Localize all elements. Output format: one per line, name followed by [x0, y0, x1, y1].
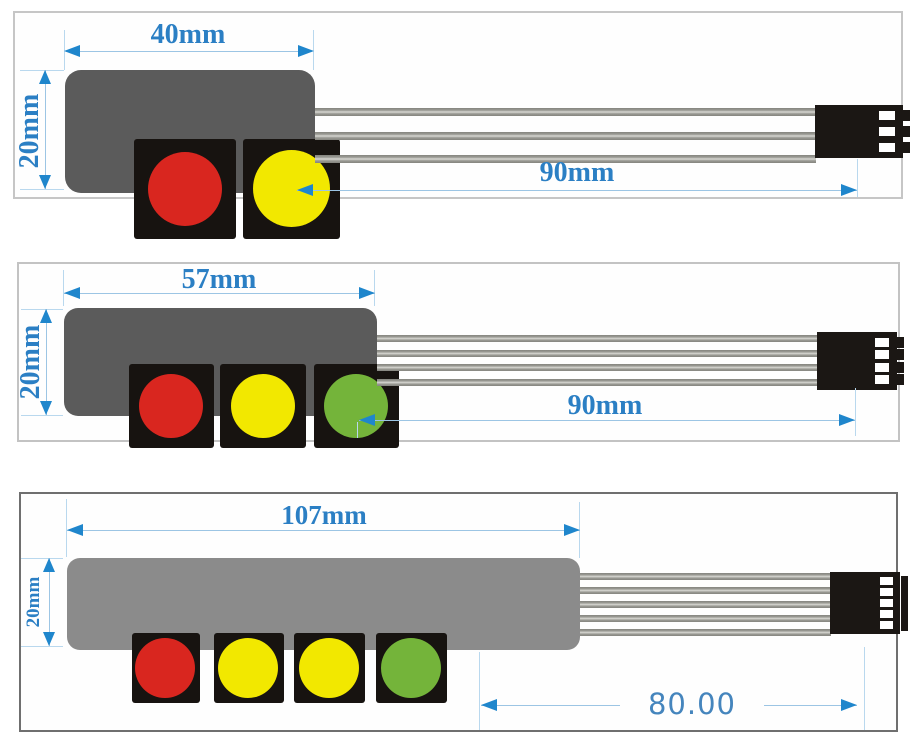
cable-wire — [377, 378, 818, 386]
keypad-body — [64, 308, 399, 448]
dimension-line — [359, 420, 855, 421]
arrow-right-icon — [841, 184, 857, 196]
cable-wire — [580, 601, 831, 608]
connector-3pin — [815, 105, 910, 158]
ribbon-cable — [315, 108, 816, 163]
arrow-right-icon — [564, 524, 580, 536]
connector-pin — [880, 609, 908, 620]
button-red — [148, 152, 222, 226]
extension-line — [63, 270, 64, 306]
height-dimension-label: 20mm — [14, 93, 45, 169]
panel-4-key: 107mm 20mm 80.00 — [19, 492, 908, 732]
cable-wire — [580, 615, 831, 622]
arrow-up-icon — [39, 70, 51, 84]
panel-3-key: 57mm 20mm 90mm — [15, 262, 904, 448]
arrow-up-icon — [43, 558, 55, 572]
button-yellow — [299, 638, 359, 698]
arrow-right-icon — [841, 699, 857, 711]
connector-pin — [875, 373, 904, 385]
arrow-right-icon — [359, 287, 375, 299]
arrow-up-icon — [40, 309, 52, 323]
panel-2-key: 40mm 20mm 90mm — [13, 11, 910, 239]
arrow-left-icon — [64, 287, 80, 299]
extension-line — [357, 422, 358, 438]
arrow-left-icon — [297, 184, 313, 196]
arrow-left-icon — [359, 414, 375, 426]
cable-wire — [580, 587, 831, 594]
arrow-down-icon — [39, 175, 51, 189]
connector-pin — [879, 126, 910, 137]
connector-pin — [875, 337, 904, 348]
cable-wire — [580, 629, 831, 636]
button-yellow — [231, 374, 295, 438]
button-red — [139, 374, 203, 438]
connector-pin — [875, 361, 904, 373]
connector-pin — [880, 598, 908, 609]
dimension-line — [45, 70, 46, 189]
keypad-body — [65, 70, 340, 239]
connector-pin — [880, 576, 908, 587]
extension-line — [21, 415, 63, 416]
cable-wire — [580, 573, 831, 580]
extension-line — [66, 499, 67, 557]
arrow-right-icon — [298, 45, 314, 57]
cable-length-label: 90mm — [567, 390, 643, 421]
arrow-left-icon — [481, 699, 497, 711]
button-yellow — [218, 638, 278, 698]
ribbon-cable — [377, 335, 818, 386]
arrow-right-icon — [839, 414, 855, 426]
dimension-line — [49, 558, 50, 646]
dimension-line — [46, 309, 47, 415]
cable-wire — [377, 335, 818, 342]
connector-pin — [875, 349, 904, 361]
arrow-down-icon — [40, 401, 52, 415]
extension-line — [857, 159, 858, 197]
connector-4pin — [817, 332, 904, 390]
cable-wire — [377, 349, 818, 357]
arrow-down-icon — [43, 632, 55, 646]
dimension-line — [67, 530, 580, 531]
extension-line — [21, 646, 63, 647]
button-green — [381, 638, 441, 698]
dimension-line — [297, 190, 857, 191]
arrow-left-icon — [64, 45, 80, 57]
width-dimension-label: 107mm — [281, 500, 367, 530]
height-dimension-label: 20mm — [23, 576, 44, 628]
cable-wire — [315, 131, 816, 140]
button-red — [135, 638, 195, 698]
extension-line — [855, 388, 856, 436]
cable-wire — [315, 155, 816, 163]
keypad-body — [67, 558, 580, 703]
connector-pin — [879, 142, 910, 153]
connector-pin — [879, 110, 910, 121]
cable-wire — [377, 364, 818, 372]
ribbon-cable — [580, 573, 831, 636]
width-dimension-label: 57mm — [181, 264, 257, 295]
extension-line — [21, 558, 63, 559]
extension-line — [479, 652, 480, 730]
extension-line — [864, 647, 865, 730]
height-dimension-label: 20mm — [15, 324, 46, 400]
cable-wire — [315, 108, 816, 116]
dimension-line — [64, 293, 375, 294]
connector-pin — [880, 587, 908, 598]
connector-5pin — [830, 572, 908, 634]
cable-length-label: 80.00 — [647, 687, 737, 721]
dimension-line — [764, 705, 857, 706]
dimension-line — [481, 705, 620, 706]
extension-line — [20, 189, 64, 190]
width-dimension-label: 40mm — [150, 19, 226, 50]
dimension-line — [66, 51, 312, 52]
connector-pin — [880, 620, 908, 631]
cable-length-label: 90mm — [539, 157, 615, 188]
arrow-left-icon — [67, 524, 83, 536]
